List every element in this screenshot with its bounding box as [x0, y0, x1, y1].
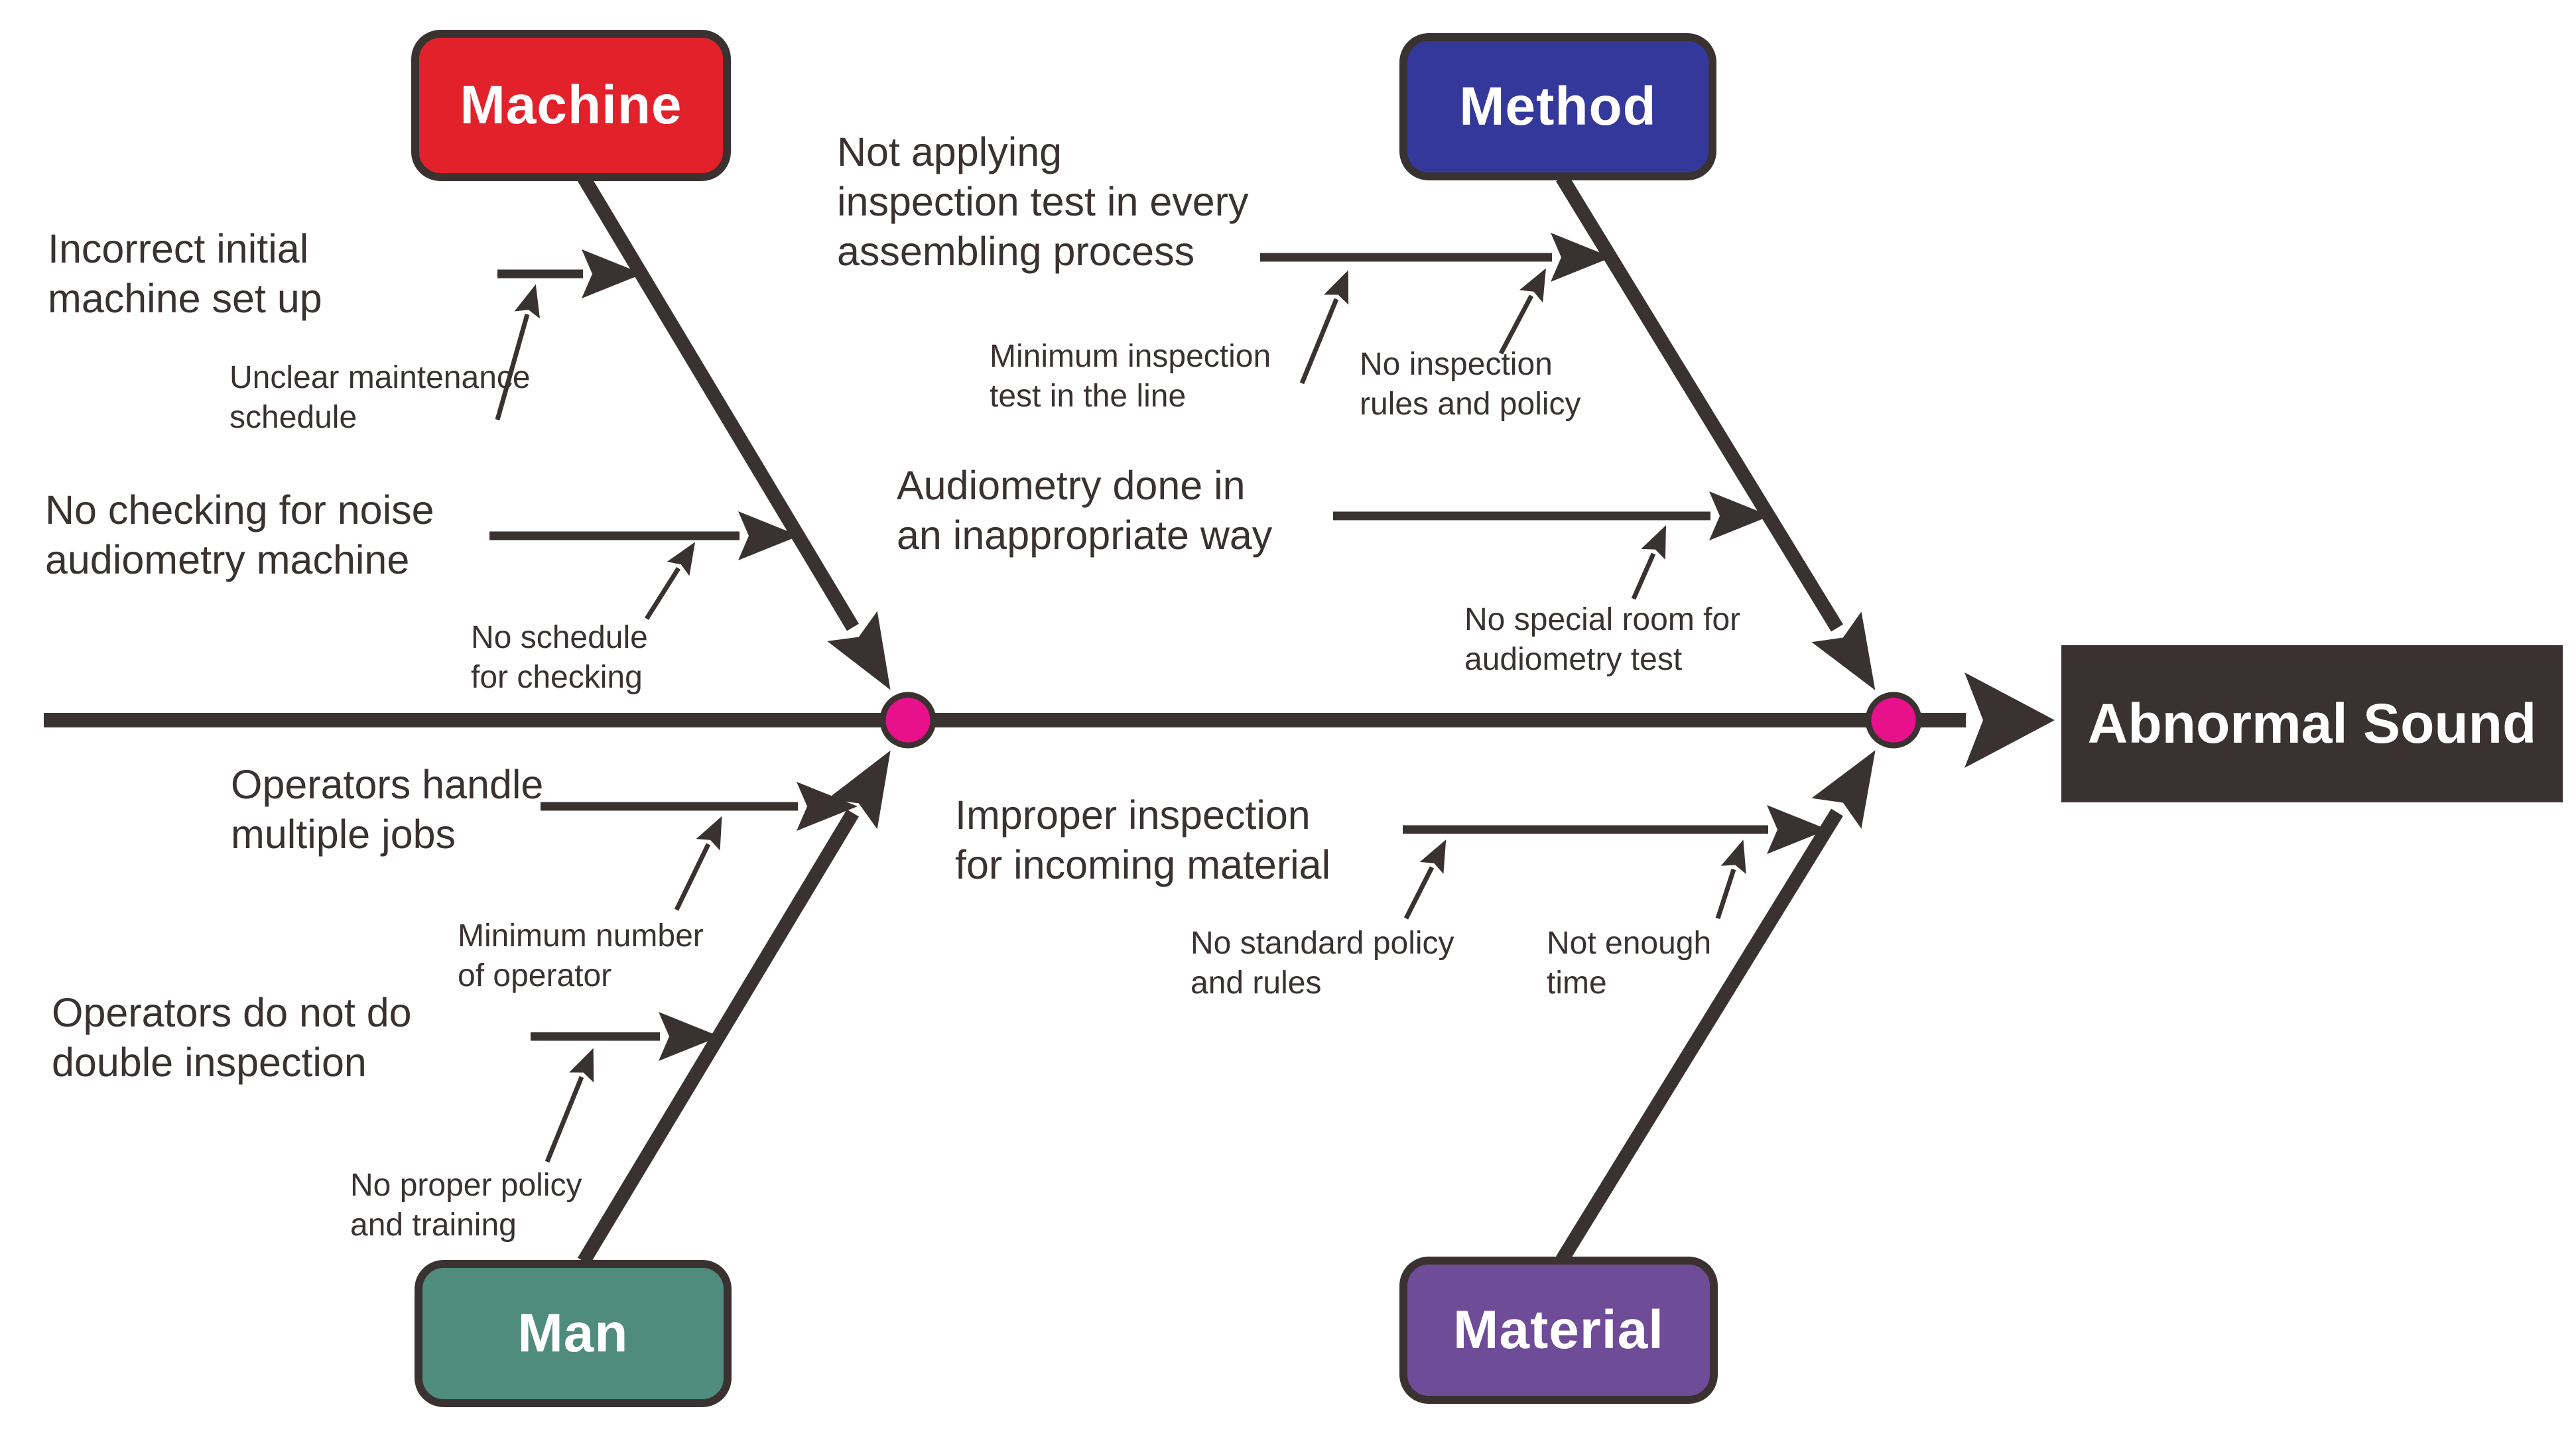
- category-box-material: Material: [1399, 1257, 1718, 1404]
- effect-label: Abnormal Sound: [2087, 692, 2537, 755]
- subcause-arrow-minimum-number: [674, 816, 722, 911]
- subcause-arrow-no-inspection-rules: [1498, 268, 1546, 355]
- subcause-label-no-schedule: No schedule for checking: [471, 620, 648, 695]
- category-label-method: Method: [1459, 76, 1657, 137]
- subcause-arrow-no-proper-policy: [545, 1048, 594, 1163]
- subcause-arrow-no-schedule: [645, 542, 696, 620]
- subcause-label-minimum-number: Minimum number of operator: [458, 918, 704, 993]
- cause-label-operators-double: Operators do not do double inspection: [52, 990, 412, 1086]
- category-label-machine: Machine: [460, 75, 682, 135]
- subcause-label-unclear-maintenance: Unclear maintenance schedule: [229, 360, 531, 435]
- subcause-label-minimum-inspection: Minimum inspection test in the line: [990, 339, 1271, 414]
- cause-label-not-applying: Not applying inspection test in every as…: [837, 129, 1249, 275]
- subcause-arrow-no-standard-policy: [1403, 840, 1447, 920]
- subcause-arrow-no-special-room: [1631, 525, 1666, 600]
- cause-label-operators-handle: Operators handle multiple jobs: [231, 762, 544, 857]
- cause-label-audiometry-done: Audiometry done in an inappropriate way: [897, 463, 1273, 558]
- subcause-label-no-standard-policy: No standard policy and rules: [1191, 926, 1454, 1001]
- material-bone: [1556, 750, 1876, 1264]
- subcause-label-not-enough-time: Not enough time: [1547, 926, 1712, 1001]
- subcause-label-no-proper-policy: No proper policy and training: [350, 1168, 582, 1243]
- category-box-man: Man: [415, 1260, 732, 1407]
- subcause-arrow-unclear-maintenance: [495, 284, 540, 420]
- subcause-label-no-inspection-rules: No inspection rules and policy: [1360, 347, 1581, 422]
- subcause-arrow-not-enough-time: [1715, 840, 1746, 920]
- category-label-material: Material: [1453, 1300, 1664, 1360]
- subcause-arrow-minimum-inspection: [1299, 270, 1349, 385]
- junction-dot-left: [879, 692, 936, 749]
- machine-bone: [577, 174, 891, 690]
- effect-box: Abnormal Sound: [2061, 645, 2563, 802]
- category-label-man: Man: [517, 1303, 629, 1363]
- subcause-label-no-special-room: No special room for audiometry test: [1464, 602, 1741, 677]
- category-box-machine: Machine: [411, 30, 731, 181]
- cause-label-improper-inspection: Improper inspection for incoming materia…: [955, 792, 1331, 888]
- cause-label-no-checking: No checking for noise audiometry machine: [45, 487, 434, 583]
- cause-label-incorrect-setup: Incorrect initial machine set up: [48, 226, 322, 322]
- category-box-method: Method: [1399, 33, 1716, 180]
- junction-dot-right: [1865, 692, 1922, 749]
- method-bone: [1556, 174, 1876, 690]
